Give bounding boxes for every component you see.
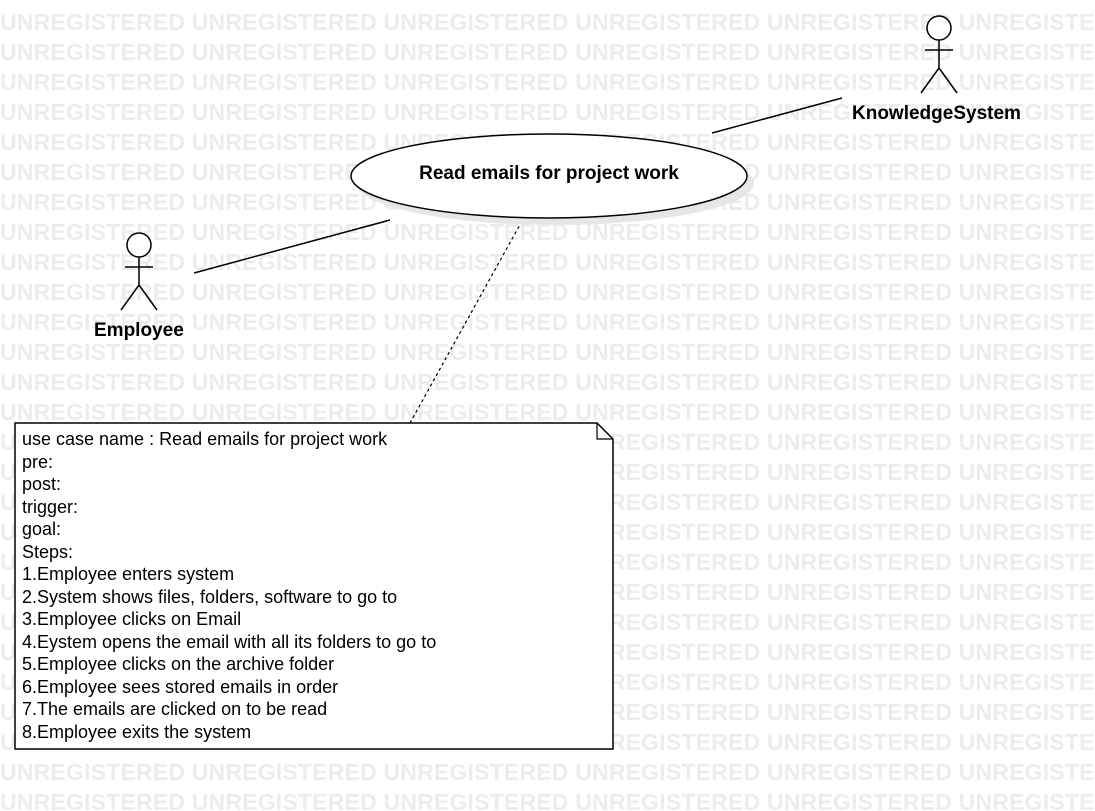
note-line: 2.System shows files, folders, software … [22,586,398,607]
note-line: 1.Employee enters system [22,564,235,584]
note-line: 3.Employee clicks on Email [22,609,242,629]
note-line: 8.Employee exits the system [22,721,252,742]
usecase-ellipse[interactable] [350,133,748,219]
note-line: 7.The emails are clicked on to be read [22,699,328,719]
knowledgesystem-actor-figure[interactable] [920,15,958,94]
employee-actor-figure[interactable] [120,232,158,311]
note-connector [409,220,523,424]
note-line: 4.Eystem opens the email with all its fo… [22,631,437,652]
usecase-label: Read emails for project work [419,163,679,184]
note-text: use case name : Read emails for project … [22,428,592,743]
association-employee-usecase [193,219,391,274]
association-knowledgesystem-usecase [711,97,843,134]
note-line: goal: [22,519,62,539]
note-line: Steps: [22,541,74,562]
note-line: post: [22,474,62,494]
employee-actor-label: Employee [94,320,184,341]
note-line: pre: [22,451,54,472]
note-line: trigger: [22,496,79,517]
knowledgesystem-actor-label: KnowledgeSystem [852,103,1021,124]
note-line: 5.Employee clicks on the archive folder [22,654,335,674]
note-box[interactable] [14,422,614,750]
note-line: use case name : Read emails for project … [22,429,388,449]
note-line: 6.Employee sees stored emails in order [22,676,339,697]
